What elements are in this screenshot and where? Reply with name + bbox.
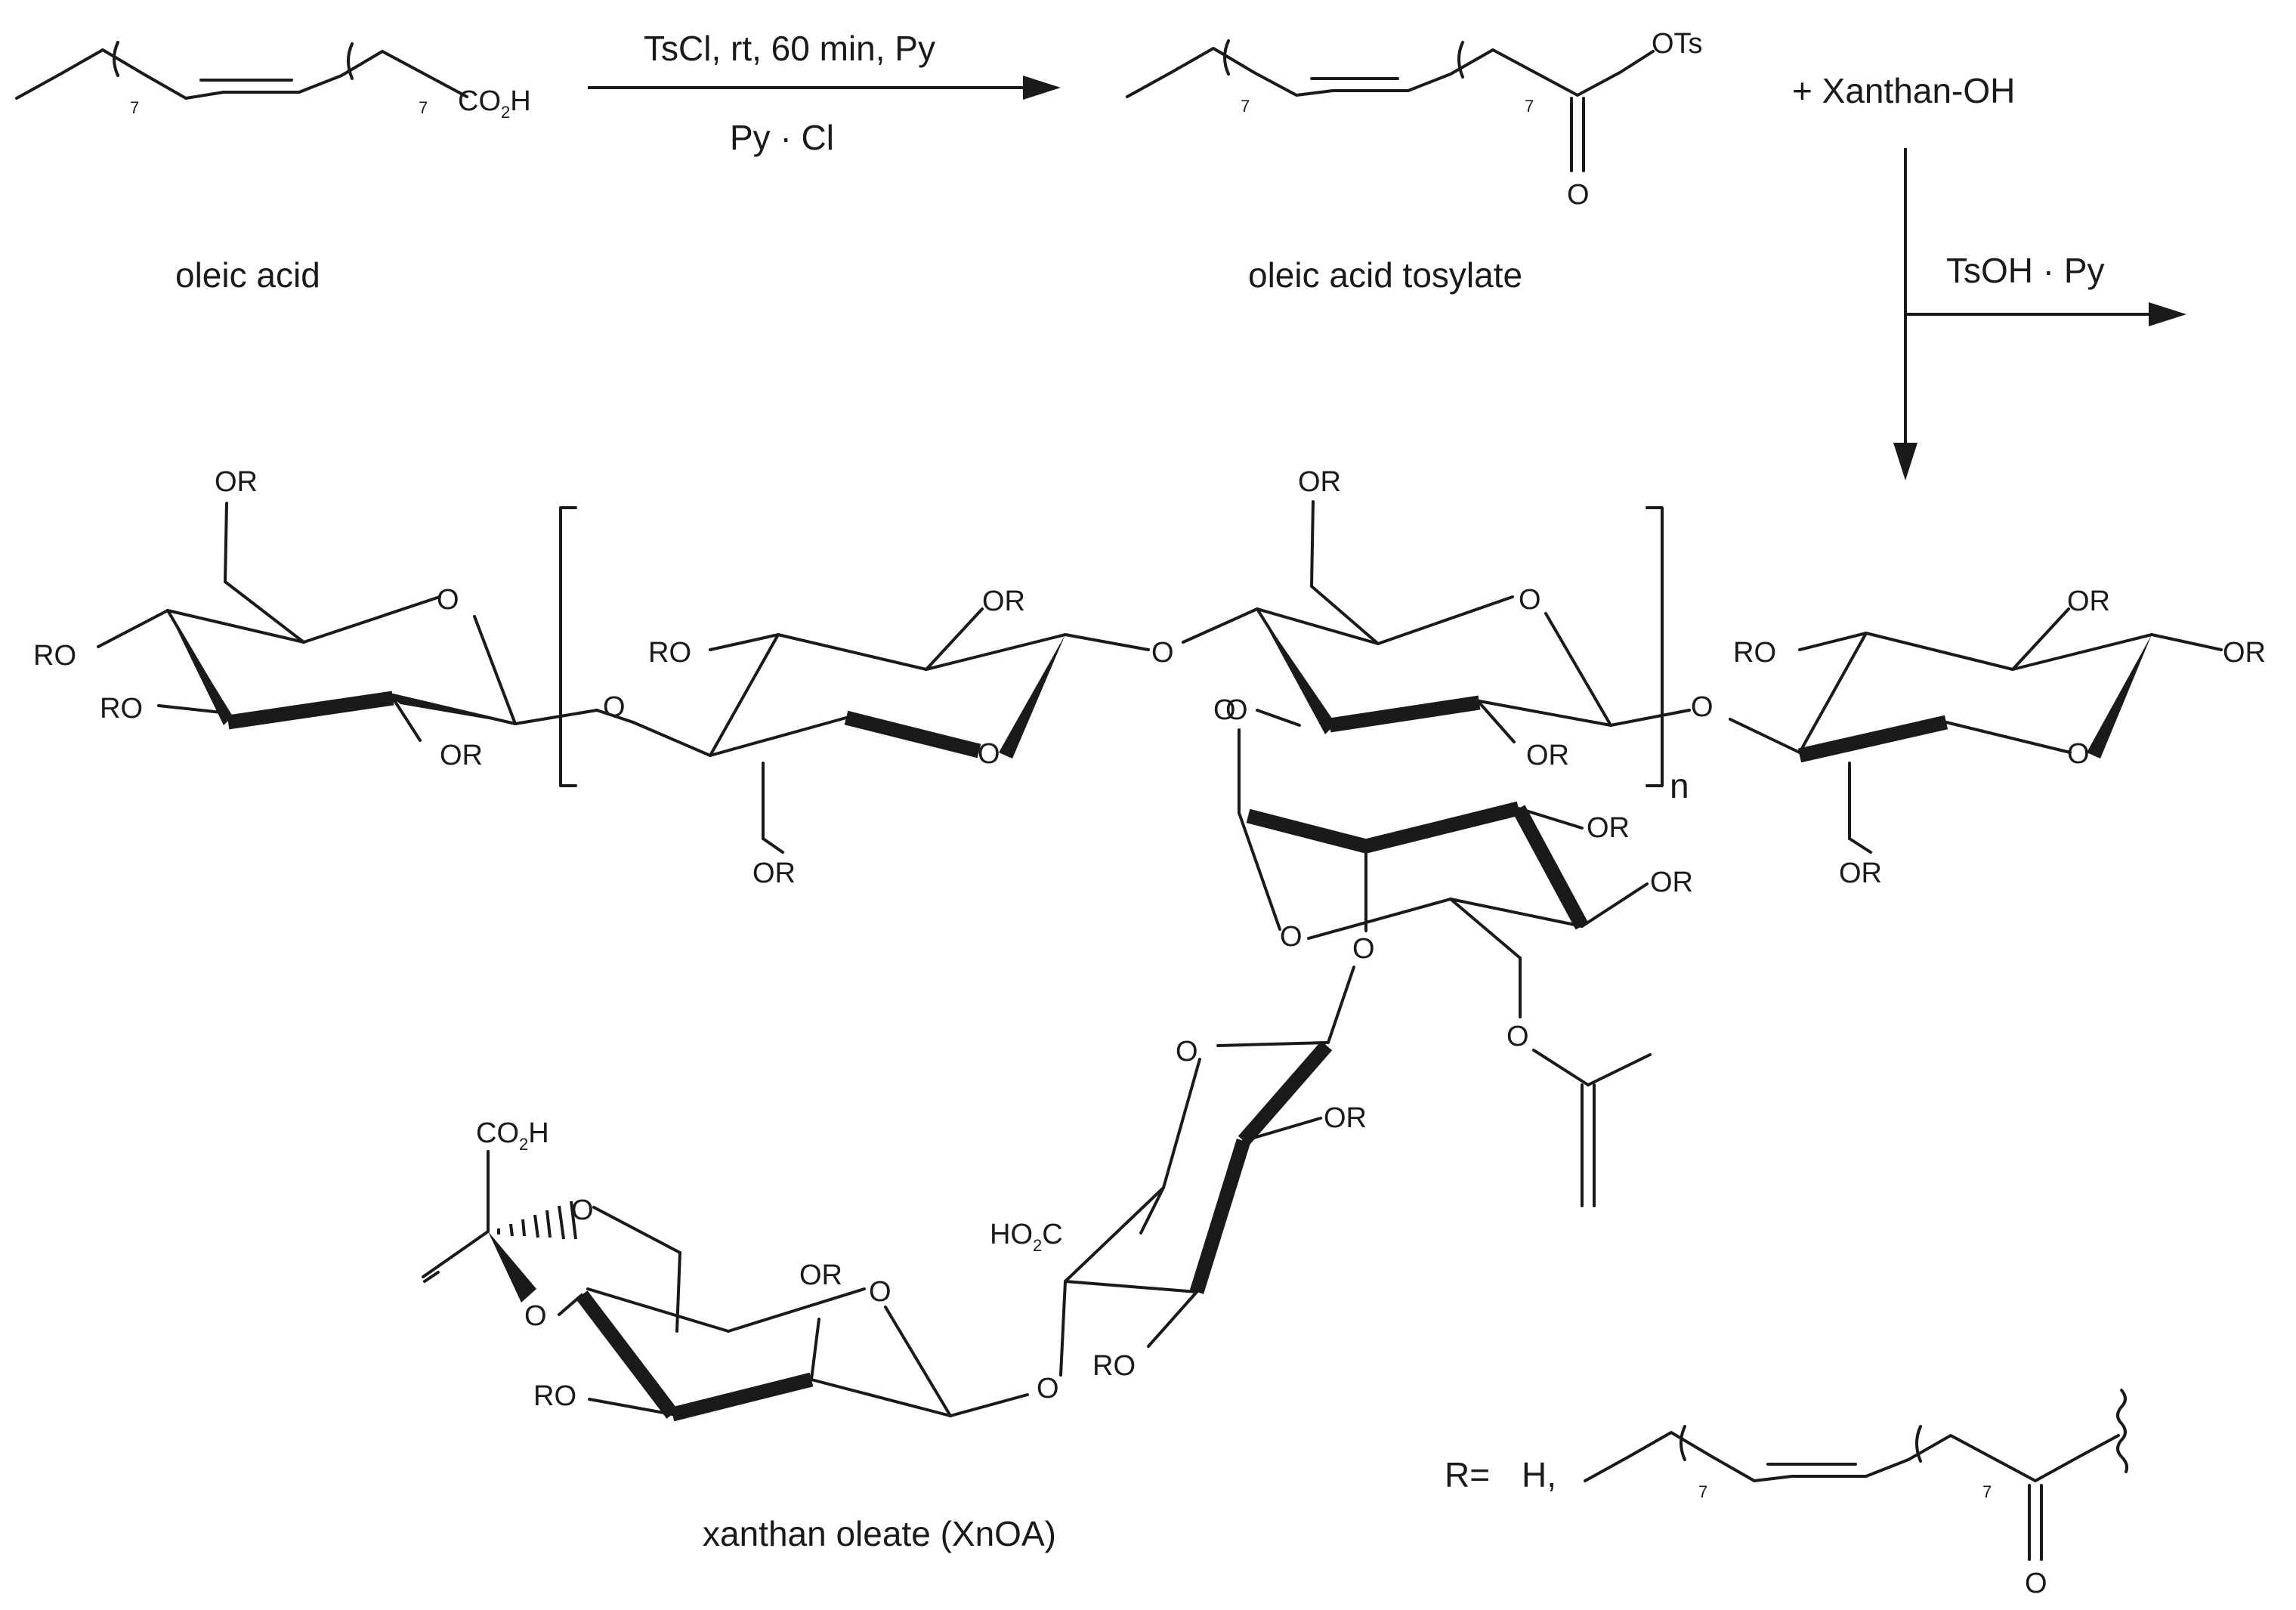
ring-oxygen-label: O — [437, 584, 459, 616]
glucose-ring-4 — [1729, 607, 2223, 854]
ro-label: RO — [533, 1380, 576, 1412]
glucuronic-acid-ring — [1059, 966, 1355, 1377]
reaction-arrow-step1 — [588, 76, 1061, 100]
carboxyl-group-label: CO2H — [458, 85, 531, 122]
or-label: OR — [1324, 1102, 1367, 1134]
carboxyl-group-label: CO2H — [476, 1117, 549, 1154]
r-definition-h: H, — [1522, 1455, 1556, 1494]
or-label: OR — [440, 740, 483, 771]
stereo-wedge — [488, 1231, 536, 1303]
r-group-oleoyl-structure: 7 7 O — [1584, 1389, 2129, 1599]
carboxyl-group-label: HO2C — [990, 1219, 1063, 1255]
reaction-arrow-step2 — [1893, 148, 2186, 481]
glycosidic-oxygen-label: O — [1037, 1373, 1059, 1405]
oleic-acid-structure: 7 7 CO2H — [15, 41, 531, 122]
reagents-step1-bottom: Py · Cl — [730, 118, 834, 157]
pyruvyl-mannose-ring — [422, 1150, 1029, 1422]
compound-name-product: xanthan oleate (XnOA) — [703, 1514, 1056, 1553]
oleic-acid-tosylate-structure: 7 7 OTs O — [1126, 28, 1703, 211]
glucose-ring-2 — [595, 607, 1150, 854]
ro-label: RO — [1092, 1350, 1136, 1382]
glucose-ring-1 — [97, 502, 598, 742]
chain-count-label: 7 — [1241, 97, 1250, 116]
chain-count-label: 7 — [130, 98, 139, 117]
ring-oxygen-label: O — [1519, 584, 1541, 616]
tosylate-group-label: OTs — [1652, 28, 1703, 60]
ring-oxygen-label: O — [1176, 1036, 1198, 1068]
ring-oxygen-label: O — [571, 1194, 594, 1226]
ring-oxygen-label: O — [2067, 738, 2090, 770]
ring-oxygen-label: O — [1280, 921, 1303, 953]
mannose-ring — [1238, 728, 1652, 1207]
ring-oxygen-label: O — [524, 1300, 547, 1332]
glycosidic-oxygen-label: O — [1691, 691, 1714, 723]
or-label: OR — [982, 586, 1025, 617]
or-label: OR — [2067, 586, 2110, 617]
glycosidic-oxygen-label: O — [1151, 637, 1174, 669]
ro-label: RO — [100, 693, 143, 725]
ring-oxygen-label: O — [978, 738, 1000, 770]
acetyl-oxygen-label: O — [1506, 1021, 1529, 1052]
reagents-step2: TsOH · Py — [1946, 251, 2105, 290]
reagents-step1-top: TsCl, rt, 60 min, Py — [644, 29, 935, 68]
or-label: OR — [752, 858, 796, 889]
or-label: OR — [1298, 466, 1341, 498]
or-label: OR — [1839, 858, 1882, 889]
r-definition-label: R= — [1445, 1455, 1490, 1494]
carbonyl-oxygen-label: O — [2025, 1568, 2047, 1599]
chain-count-label: 7 — [1525, 97, 1534, 116]
repeat-count-label: n — [1670, 766, 1689, 805]
compound-name-tosylate: oleic acid tosylate — [1248, 255, 1522, 295]
ring-oxygen-label: O — [1225, 694, 1248, 726]
or-label: OR — [2223, 637, 2266, 669]
chain-count-label: 7 — [1982, 1482, 1992, 1501]
ro-label: RO — [648, 637, 691, 669]
stereo-hash — [497, 1201, 577, 1240]
chain-count-label: 7 — [419, 98, 428, 117]
glycosidic-oxygen-label: O — [1352, 933, 1375, 965]
repeat-bracket — [559, 506, 1664, 787]
ro-label: RO — [1733, 637, 1776, 669]
or-label: OR — [1526, 740, 1569, 771]
or-label: OR — [215, 466, 258, 498]
carbonyl-oxygen-label: O — [1567, 179, 1590, 211]
or-label: OR — [799, 1259, 842, 1291]
or-label: OR — [1650, 867, 1693, 898]
glycosidic-oxygen-label: O — [1213, 694, 1236, 726]
chain-count-label: 7 — [1698, 1482, 1707, 1501]
ring-oxygen-label: O — [869, 1276, 892, 1308]
compound-name-oleic-acid: oleic acid — [175, 255, 320, 295]
coreactant-xanthan: + Xanthan-OH — [1792, 71, 2015, 110]
ro-label: RO — [33, 640, 76, 672]
glucose-ring-3 — [1182, 500, 1691, 743]
or-label: OR — [1587, 812, 1630, 844]
